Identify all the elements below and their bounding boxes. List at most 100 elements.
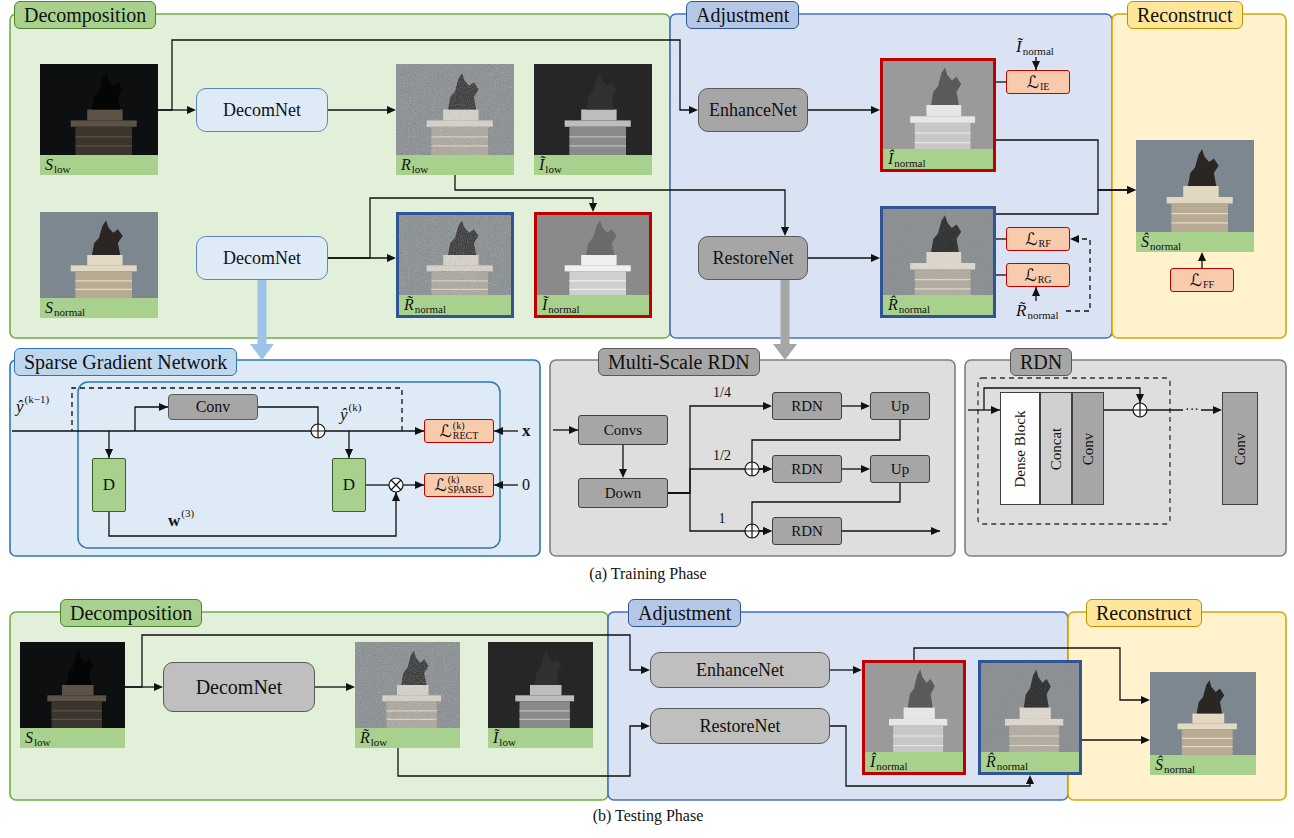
photo-cornice [1167, 197, 1233, 203]
panel-backgrounds [10, 14, 1286, 800]
signal-wire [403, 484, 424, 485]
sum-circle [745, 524, 759, 538]
loss-symbol: ℒ [1024, 265, 1036, 285]
photo [396, 212, 514, 298]
photo-sky [534, 212, 652, 298]
loss-formula: ℒFF [1190, 270, 1214, 290]
sum-symbol [311, 424, 325, 438]
edge-label: 1 [717, 512, 728, 526]
network-box: RDN [772, 392, 842, 420]
panel-background [550, 360, 955, 556]
box-label: Down [605, 485, 642, 502]
photo-statue [1188, 149, 1219, 186]
loss-superscript: (k) [448, 475, 484, 486]
network-box: D [332, 458, 366, 512]
photo [880, 58, 996, 152]
photo [355, 642, 460, 728]
photo-pedestal [581, 255, 616, 265]
flow-connector [996, 274, 1006, 275]
photo-statue [931, 67, 961, 105]
box-label: RestoreNet [700, 716, 781, 737]
photo-cornice [910, 116, 975, 123]
signal-wire [325, 430, 424, 431]
layer-box: Conv [1222, 392, 1258, 505]
image-subscript: normal [54, 306, 85, 318]
photo-pedestal [62, 685, 94, 695]
image-symbol: R̂ [986, 753, 996, 770]
flow-connector [996, 238, 1006, 239]
sum-circle [1133, 403, 1147, 417]
photo-sky [1136, 140, 1254, 232]
box-label: D [103, 475, 115, 495]
image-subscript: normal [415, 303, 446, 315]
sum-cross [311, 424, 325, 438]
image-tile: R̃normal [396, 212, 514, 318]
photo-cornice [515, 695, 574, 701]
sum-cross [745, 524, 759, 538]
flow-connector [328, 109, 387, 110]
image-symbol: R̃ [404, 296, 414, 313]
math-label: w [168, 512, 180, 529]
photo-building-lines [569, 137, 626, 146]
photo-thumbnails [20, 58, 1256, 755]
photo-building [1182, 729, 1233, 755]
target-wire [494, 430, 518, 431]
image-symbol: Ĩ [542, 296, 547, 313]
photo-sky [1150, 672, 1256, 755]
image-tile: Slow [20, 642, 125, 748]
target-wire [494, 484, 518, 485]
sum-circle [745, 462, 759, 476]
photo [978, 660, 1082, 755]
math-label: (3) [181, 508, 194, 519]
photo-building [569, 127, 626, 155]
phase-panel: RDNDense BlockConcatConvConv [965, 360, 1286, 556]
image-symbol: R̂ [888, 296, 898, 313]
layer-label: Conv [1080, 432, 1097, 465]
photo-building-lines [75, 281, 132, 290]
loss-subscript: SPARSE [448, 485, 484, 496]
network-box: Down [578, 478, 668, 508]
image-subscript: low [54, 163, 71, 175]
layer-label: Dense Block [1012, 410, 1029, 487]
product-circle [389, 478, 403, 492]
flow-connector [914, 648, 1141, 700]
image-tile: Ŝnormal [1150, 672, 1256, 775]
photo [1150, 672, 1256, 755]
photo-building [52, 701, 102, 728]
image-tile: Snormal [40, 212, 158, 318]
image-caption-strip: Înormal [865, 752, 963, 772]
loss-superscript: (k) [453, 421, 479, 432]
photo [40, 212, 158, 298]
image-tile: Ĩnormal [534, 212, 652, 318]
image-symbol: S [45, 156, 53, 173]
panel-title: Reconstruct [1086, 599, 1202, 627]
leader-arrow [1035, 287, 1036, 301]
photo-statue [586, 221, 617, 255]
image-symbol: Ĩ [493, 729, 498, 746]
panel-background [965, 360, 1286, 556]
photo-building-lines [520, 711, 570, 720]
box-label: RestoreNet [713, 248, 794, 269]
image-symbol: Ŝ [1141, 233, 1149, 250]
loss-box: ℒFF [1170, 268, 1234, 292]
network-box: D [92, 458, 126, 512]
math-label: Ĩ [1016, 38, 1022, 55]
box-label: RDN [791, 461, 823, 478]
photo-cornice [47, 695, 106, 701]
loss-subscript: RF [1039, 239, 1051, 250]
math-label: (k) [349, 402, 362, 413]
panel-title: Adjustment [686, 1, 799, 29]
photo-building [569, 271, 626, 298]
image-tile: Ĩlow [488, 642, 593, 748]
network-box: DecomNet [196, 88, 328, 132]
image-symbol: Î [870, 753, 875, 770]
photo [20, 642, 125, 728]
box-label: DecomNet [223, 248, 301, 269]
image-caption-strip: Ŝnormal [1136, 232, 1254, 252]
photo-sky [880, 206, 996, 298]
network-box: RestoreNet [698, 236, 808, 280]
layer-label: Concat [1048, 427, 1065, 470]
flow-connector [808, 109, 871, 110]
flow-connector [830, 669, 853, 670]
